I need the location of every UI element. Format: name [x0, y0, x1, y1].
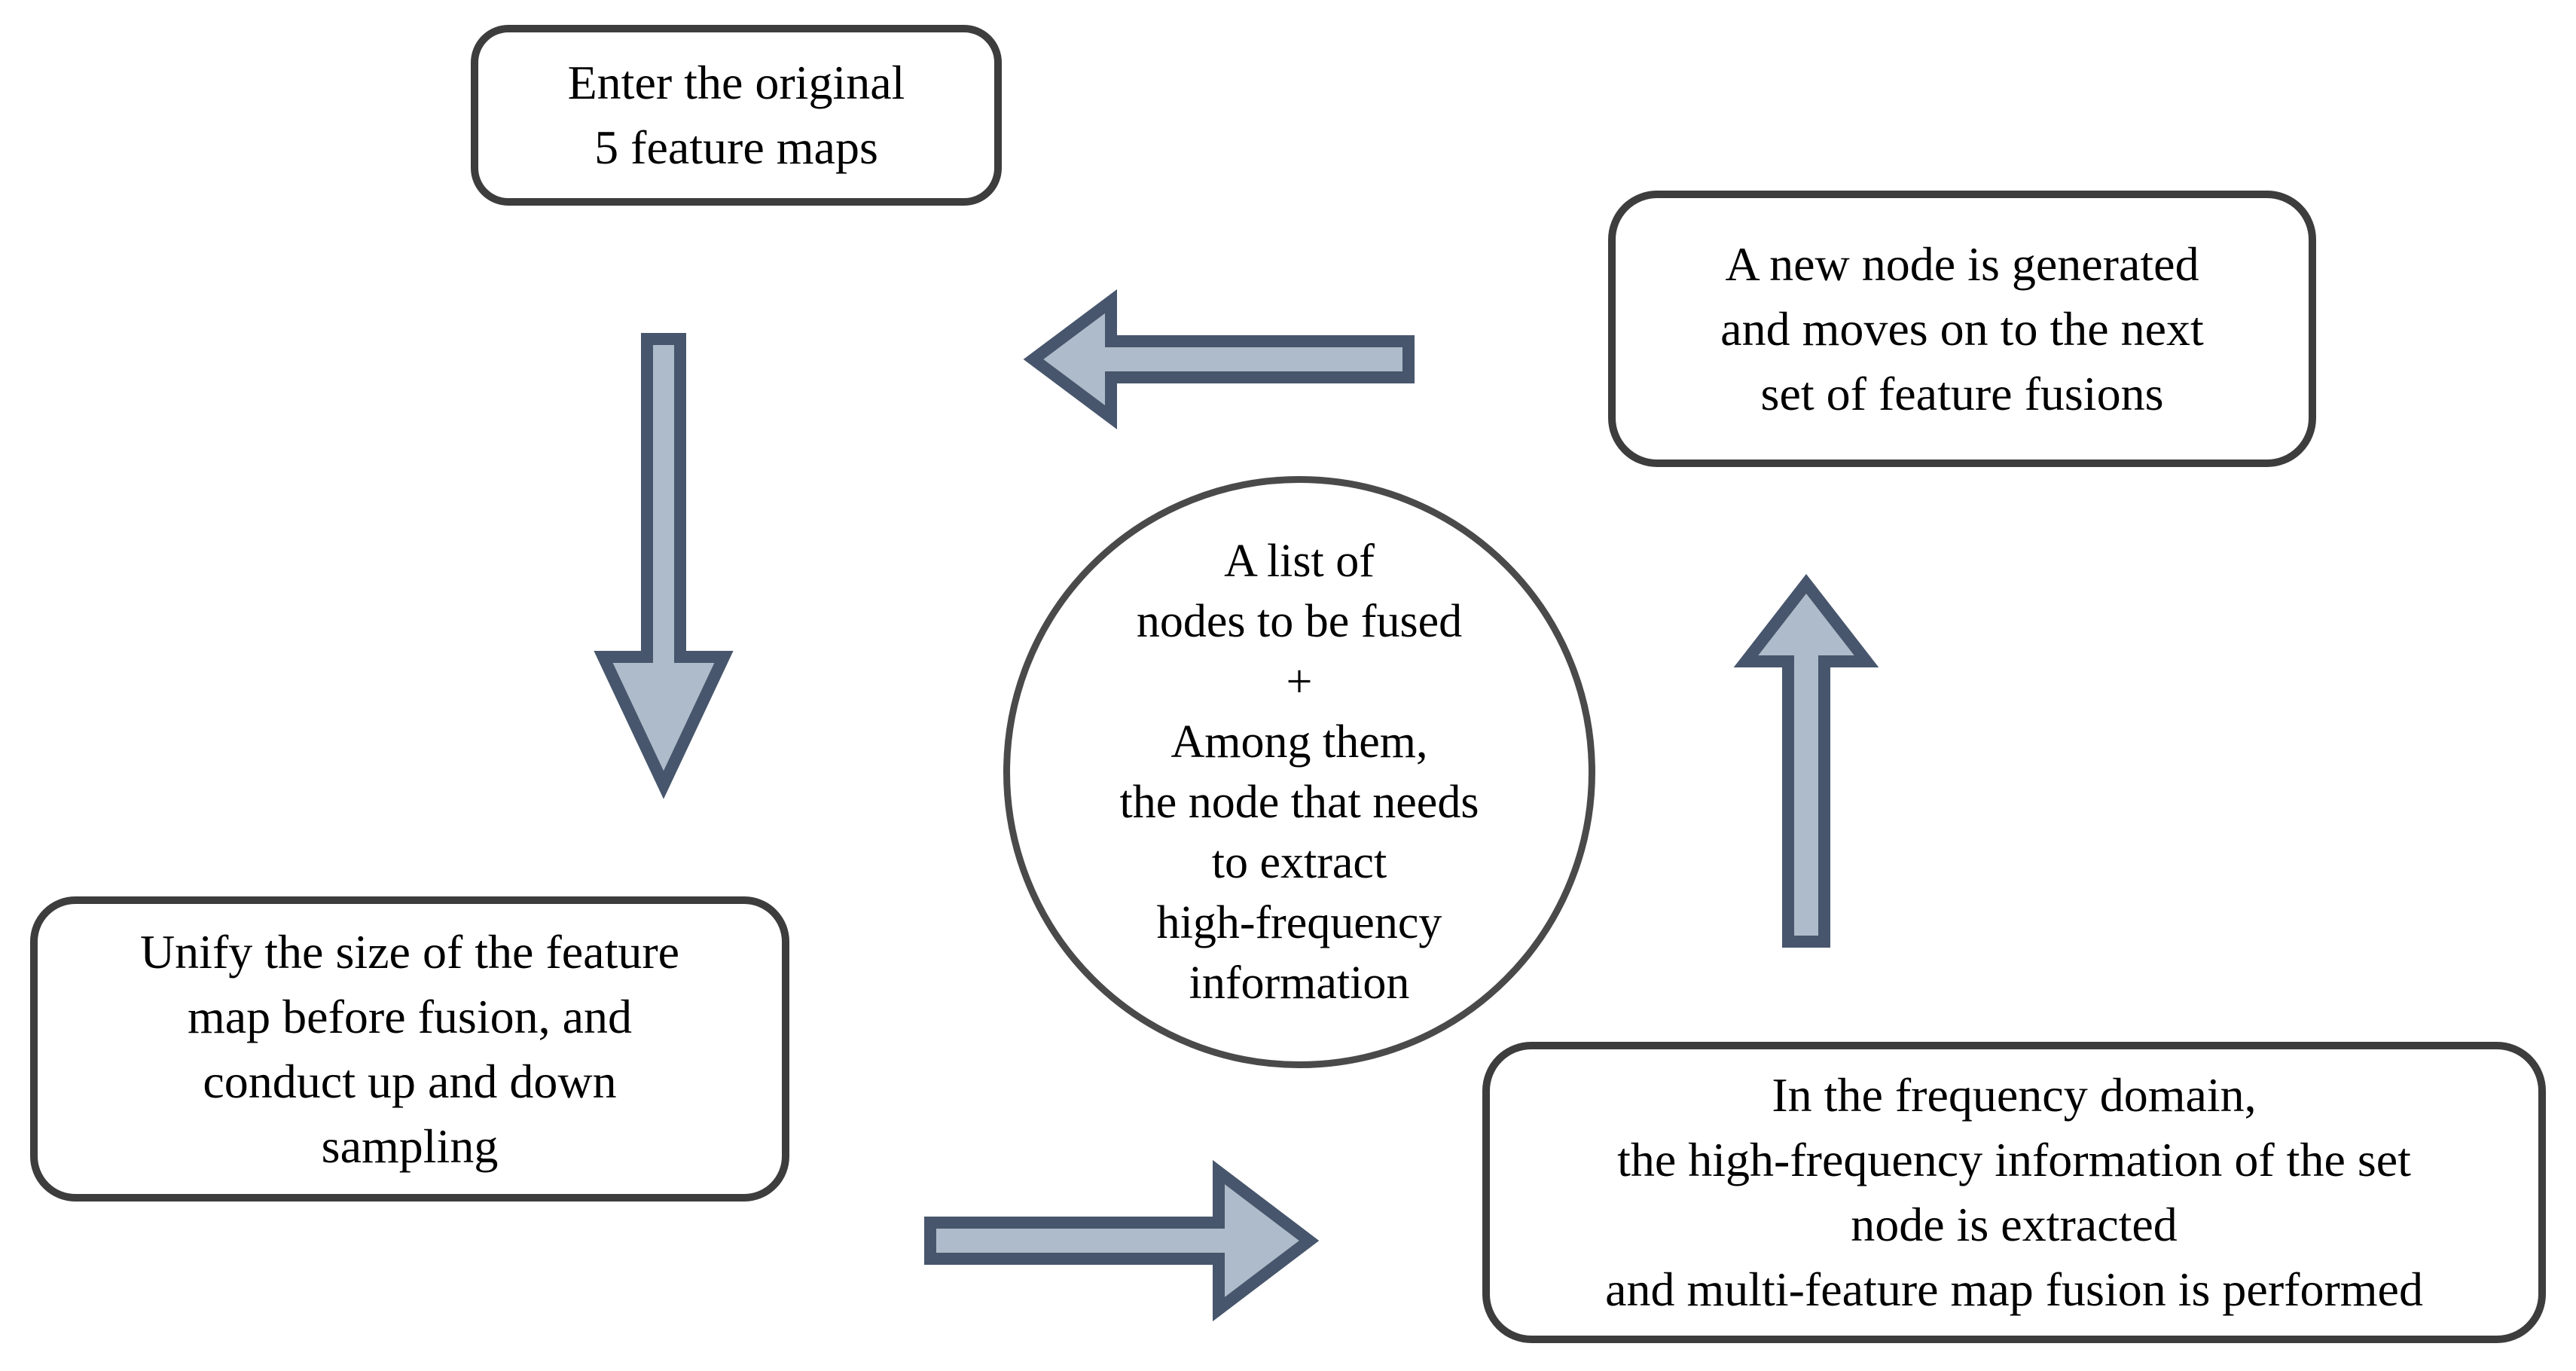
node-text-line: map before fusion, and [187, 989, 633, 1043]
node-text-line: node is extracted [1851, 1198, 2178, 1251]
node-text-line: to extract [1211, 837, 1387, 888]
node-text-line: + [1286, 656, 1313, 707]
node-text-line: sampling [321, 1119, 499, 1173]
node-text-line: A list of [1224, 536, 1375, 587]
node-text-line: and moves on to the next [1720, 301, 2204, 356]
node-text-line: information [1189, 957, 1410, 1009]
right-arrow [924, 1159, 1320, 1322]
node-text-line: Enter the original [567, 56, 905, 109]
node-text-line: and multi-feature map fusion is performe… [1605, 1263, 2423, 1316]
node-text-line: the node that needs [1119, 777, 1479, 828]
node-text-line: set of feature fusions [1760, 366, 2164, 420]
left-arrow [1023, 289, 1415, 429]
node-unify-size: Unify the size of the feature map before… [30, 896, 789, 1202]
node-fusion-list-circle: A list of nodes to be fused + Among them… [1003, 476, 1595, 1068]
node-text-line: conduct up and down [203, 1054, 617, 1108]
node-frequency-domain: In the frequency domain, the high-freque… [1482, 1042, 2546, 1343]
up-arrow [1733, 573, 1879, 948]
down-arrow [594, 333, 734, 799]
node-text-line: In the frequency domain, [1772, 1068, 2257, 1122]
node-text-line: A new node is generated [1725, 237, 2199, 291]
node-enter-feature-maps: Enter the original 5 feature maps [471, 25, 1002, 206]
node-new-node-generated: A new node is generated and moves on to … [1608, 191, 2316, 467]
node-text-line: the high-frequency information of the se… [1617, 1133, 2411, 1186]
node-text-line: Among them, [1170, 716, 1428, 768]
node-text-line: Unify the size of the feature [139, 924, 680, 979]
node-text-line: 5 feature maps [594, 121, 878, 174]
node-text-line: high-frequency [1156, 897, 1442, 948]
node-text-line: nodes to be fused [1136, 596, 1463, 647]
